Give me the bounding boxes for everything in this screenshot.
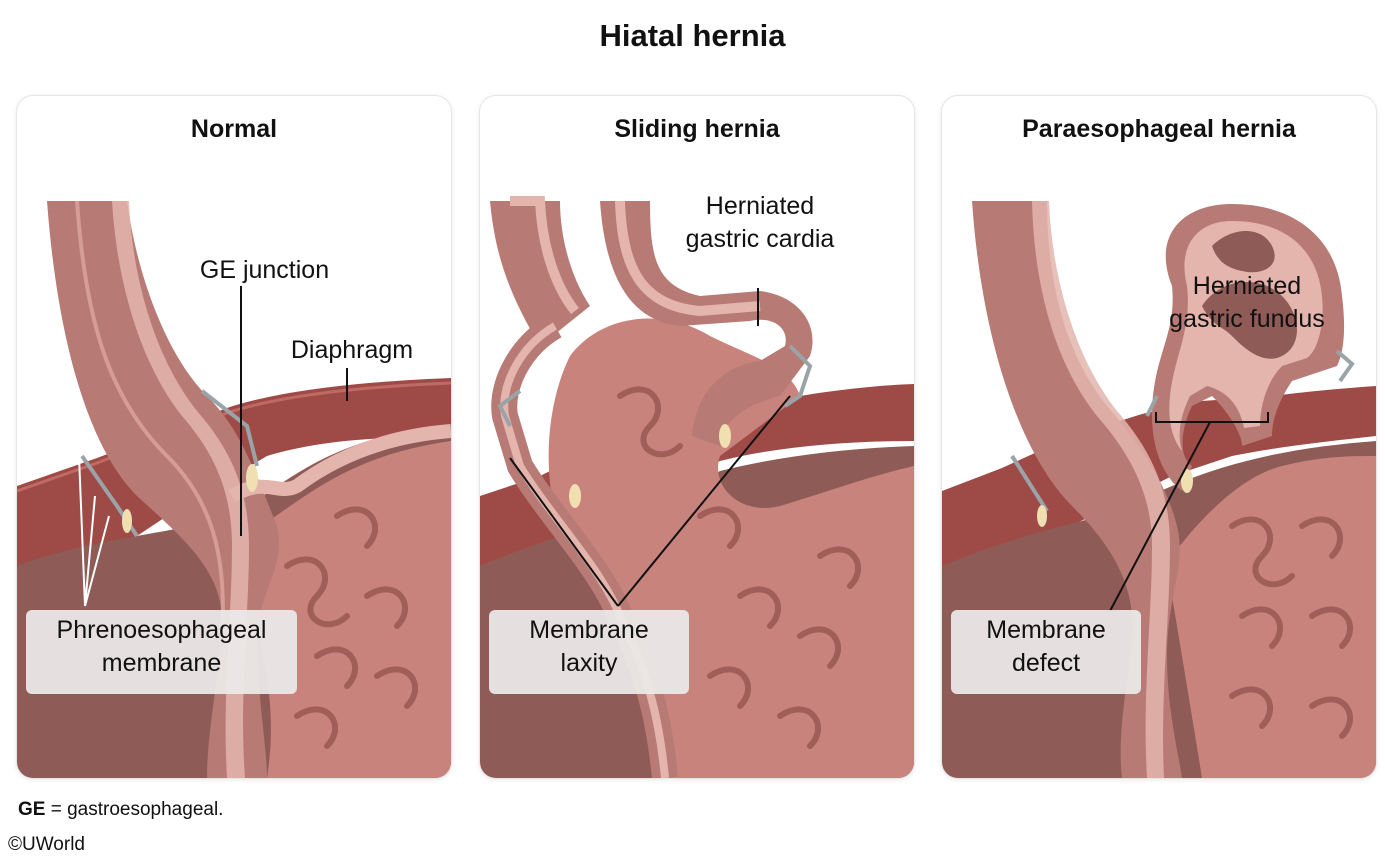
- ge-junction-label: GE junction: [199, 256, 330, 284]
- herniated-gastric-cardia-label: Herniated gastric cardia: [685, 192, 835, 253]
- footnote-abbreviation: GE: [18, 799, 46, 820]
- membrane: [1335, 349, 1355, 383]
- panel-paraesophageal-hernia: Paraesophageal hernia Herniated gastric …: [942, 96, 1376, 778]
- defect-bracket: [1155, 412, 1269, 423]
- esophagus: [490, 201, 590, 346]
- membrane-laxity-label: Membrane laxity: [489, 610, 689, 694]
- panel-normal: Normal GE junction Diaphragm Phrenoesoph…: [17, 96, 451, 778]
- footnote-definition: = gastroesophageal.: [45, 799, 224, 820]
- membrane-defect-label: Membrane defect: [951, 610, 1141, 694]
- herniated-gastric-fundus-label: Herniated gastric fundus: [1169, 272, 1325, 333]
- leader-membrane-laxity-1: [509, 457, 619, 607]
- panel-title: Paraesophageal hernia: [1022, 115, 1296, 143]
- copyright: ©UWorld: [8, 834, 85, 855]
- fat-pad: [246, 464, 258, 492]
- diaphragm-label: Diaphragm: [290, 336, 414, 364]
- membrane: [200, 389, 259, 467]
- panel-title: Normal: [190, 115, 278, 143]
- figure-title: Hiatal hernia: [599, 18, 786, 53]
- fat-pad: [719, 424, 731, 448]
- stomach-mucosa: [247, 441, 451, 778]
- esophagus: [972, 201, 1182, 778]
- membrane: [497, 389, 522, 427]
- panel-title: Sliding hernia: [614, 115, 780, 143]
- footnote: GE = gastroesophageal.: [18, 799, 223, 821]
- diaphragm-muscle: [480, 384, 914, 586]
- panel-sliding-hernia: Sliding hernia Herniated gastric cardia …: [480, 96, 914, 778]
- leader-membrane-defect: [1109, 421, 1211, 612]
- leader-membrane-laxity-2: [617, 395, 791, 607]
- phrenoesophageal-membrane-label: Phrenoesophageal membrane: [26, 610, 297, 694]
- fat-pad: [1181, 469, 1193, 493]
- esophagus: [47, 201, 280, 778]
